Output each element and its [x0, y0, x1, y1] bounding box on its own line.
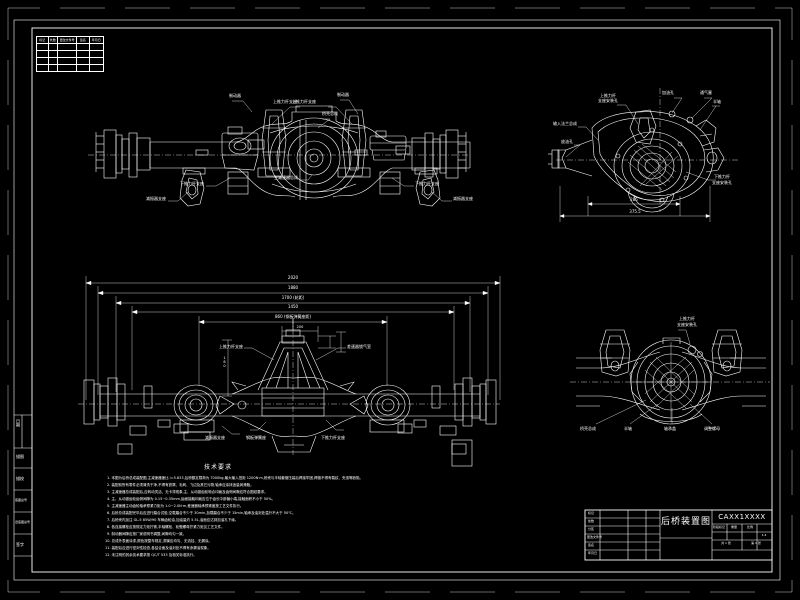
front-label-8: 减振器支座 [146, 196, 166, 201]
note-item-0: 1. 本图为后桥总成装配图,主减速器速比 i=5.833,后桥额定载荷为 700… [107, 476, 363, 480]
rear-label-0: 上推力杆 [679, 316, 695, 321]
meta-header-2: 比例 [746, 525, 754, 529]
side-label-2: 加油孔 [662, 90, 674, 95]
front-label-1: 上推力杆支座 [292, 99, 316, 104]
left-margin-block-3: 旧底图总号 [15, 520, 31, 524]
sheet-count: 共 1 张 [721, 541, 731, 545]
note-item-7: 8. 各连接螺栓应按规定力矩拧紧,半轴螺栓、轮毂螺母拧紧力矩见工艺文件。 [107, 525, 225, 529]
sheet-index: 第 1 张 [751, 541, 761, 545]
left-margin-stamp-label: 日期 [16, 419, 21, 427]
note-item-11: 12. 未注明的其余技术要求按 QC/T 533 及相关标准执行。 [105, 553, 197, 557]
front-label-5: 主减速器总成 [274, 175, 298, 180]
side-label-4: 半轴 [713, 99, 721, 104]
rear-label-5: 调整螺母 [704, 426, 720, 431]
title-row-label-0: 标记 [588, 511, 595, 515]
rear-label-2: 桥壳总成 [580, 426, 596, 431]
revision-table-row [36, 57, 105, 65]
note-item-4: 5. 主减速器主动齿轮轴承预紧力矩为 1.0~2.0N·m,差速器轴承预紧度按工… [107, 504, 244, 508]
top-dim-1: 1880 [287, 285, 299, 290]
top-dim-4: 860 (钢板弹簧座距) [274, 314, 312, 319]
title-row-label-1: 处数 [588, 519, 595, 523]
rear-label-3: 半轴 [624, 426, 632, 431]
top-dim-0: 2020 [287, 275, 299, 280]
drawing-number: CAXX1XXXX [718, 513, 766, 521]
drawing-title: 后桥装置图 [660, 517, 712, 527]
top-label-4: 下推力杆支座 [321, 435, 345, 440]
rear-label-1: 支座安装孔 [677, 322, 697, 327]
title-row-label-5: 年月日 [588, 551, 598, 555]
revision-table-row [36, 64, 105, 72]
meta-value-scale: 1:4 [761, 533, 767, 537]
title-row-label-4: 签名 [588, 543, 595, 547]
top-dim-3: 1450 [287, 304, 299, 309]
note-item-3: 4. 主、从动锥齿轮齿侧间隙为 0.15~0.35mm,齿面接触印痕应位于齿长中… [107, 497, 276, 501]
technical-notes-heading: 技术要求 [203, 464, 233, 471]
note-item-1: 2. 装配前所有零件必须清洗干净,不得有铁屑、毛刺、飞边及其它污物,轴承应涂抹适… [107, 483, 254, 487]
top-label-0: 上推力杆支座 [219, 344, 243, 349]
title-row-label-2: 分区 [588, 527, 595, 531]
side-label-6: 放油孔 [561, 139, 573, 144]
top-dim-2: 1700 (轮距) [281, 295, 305, 300]
side-label-0: 上推力杆 [600, 93, 616, 98]
note-item-8: 9. 制动器间隙应按厂家说明书调整,间隙均匀一致。 [107, 532, 187, 536]
side-label-5: 输入法兰总成 [553, 121, 577, 126]
meta-header-1: 重量 [730, 525, 738, 529]
top-label-3: 钢板弹簧座 [246, 435, 266, 440]
front-label-0: 制动器 [229, 93, 241, 98]
left-margin-block-2: 底图总号 [15, 498, 28, 502]
title-row-label-3: 更改文件号 [587, 535, 603, 539]
front-label-7: 下推力杆支座 [415, 181, 439, 186]
side-label-7: 下推力杆 [714, 174, 730, 179]
front-label-3: 上推力杆支座 [273, 99, 297, 104]
front-label-6: 下推力杆支座 [180, 181, 204, 186]
front-label-4: 桥壳总成 [322, 111, 338, 116]
note-item-2: 3. 主减速器总成装配后,应转动灵活、无卡滞现象,主、从动锥齿轮啮合印痕及齿侧间… [107, 490, 268, 494]
note-item-10: 11. 装配后应进行密封性检查,各结合面及油封处不得有渗漏油现象。 [105, 546, 211, 550]
top-dim-6: 180 [222, 356, 227, 368]
front-label-9: 减振器支座 [453, 196, 473, 201]
left-margin-block-4: 签字 [16, 542, 24, 547]
top-label-2: 减振器支座 [205, 435, 225, 440]
rear-label-4: 轴承盖 [664, 426, 676, 431]
side-label-8: 支座安装孔 [712, 180, 732, 185]
side-label-3: 通气塞 [700, 90, 712, 95]
side-dim-0: 285 [630, 197, 638, 202]
side-dim-1: 375.5 [629, 209, 641, 214]
note-item-9: 10. 总成外表面涂漆,颜色按整车规定,漆膜应均匀、无流挂、无漏涂。 [105, 539, 212, 543]
left-margin-block-1: 描校 [16, 476, 24, 481]
top-label-1: 差速器锁气室 [347, 344, 371, 349]
meta-header-0: 阶段标记 [712, 525, 726, 529]
note-item-6: 7. 后桥壳内加注 GL-5 85W/90 车辆齿轮油,加油量约 5.5L,油面… [107, 518, 239, 522]
front-label-2: 制动器 [337, 92, 349, 97]
top-dim-5: 200 [296, 325, 304, 329]
note-item-5: 6. 后桥总成装配完毕后应进行磨合试验,空载磨合不少于 30min,加载磨合不少… [107, 511, 296, 515]
side-label-1: 支座安装孔 [598, 98, 618, 103]
left-margin-block-0: 描图 [16, 454, 24, 459]
